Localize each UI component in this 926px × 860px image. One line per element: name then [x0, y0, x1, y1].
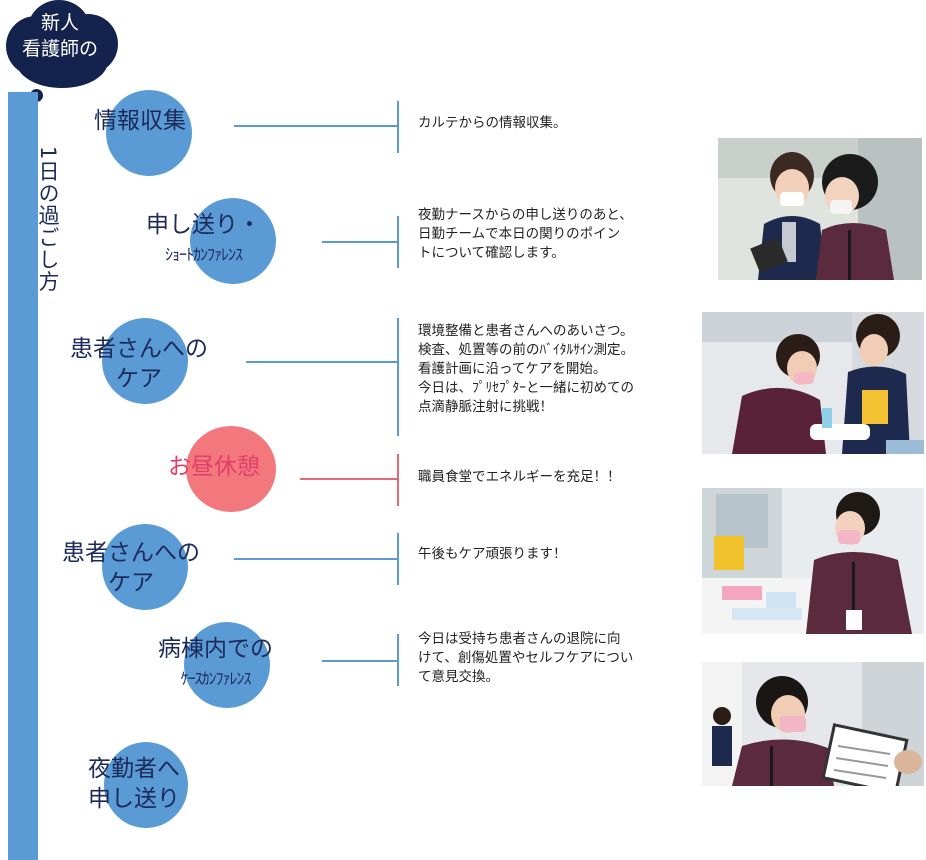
step-title-7: 夜勤者へ 申し送り: [88, 756, 180, 812]
step-title-1: 情報収集: [94, 108, 186, 134]
step-title-2: 申し送り・ ｼｮｰﾄｶﾝﾌｧﾚﾝｽ: [146, 210, 261, 270]
step-title-lunch: お昼休憩: [168, 454, 260, 480]
step-circle-7: [104, 742, 188, 828]
connector-6: [322, 660, 398, 662]
step-circle-6: [184, 622, 270, 708]
step-desc-5: 午後もケア頑張ります！: [418, 546, 567, 562]
step-title-6: 病棟内での ｹｰｽｶﾝﾌｧﾚﾝｽ: [158, 634, 273, 694]
step-title-3: 患者さんへの ケア: [70, 336, 208, 392]
connector-bracket-3: [397, 318, 399, 436]
step-desc-lunch: 職員食堂でエネルギーを充足！！: [418, 469, 621, 485]
connector-bracket-1: [397, 101, 399, 153]
step-desc-6: 今日は受持ち患者さんの退院に向 けて、創傷処置やセルフケアについ て意見交換。: [418, 631, 634, 685]
timeline-bar: [8, 92, 38, 860]
step-circle-1: [106, 90, 192, 176]
nurses-reviewing-chart-photo: [718, 138, 922, 280]
connector-1: [234, 125, 398, 127]
connector-bracket-6: [397, 634, 399, 686]
step-title-5: 患者さんへの ケア: [62, 540, 200, 596]
step-subtitle-2: ｼｮｰﾄｶﾝﾌｧﾚﾝｽ: [164, 245, 243, 264]
connector-5: [234, 558, 398, 560]
connector-2: [322, 241, 398, 243]
badge-line2: 看護師の: [21, 38, 98, 60]
step-circle-2: [190, 198, 276, 284]
step-desc-2: 夜勤ナースからの申し送りのあと、 日勤チームで本日の関りのポイン トについて確認…: [418, 207, 633, 261]
step-circle-5: [102, 524, 188, 610]
nurse-preparing-supplies-photo: [702, 488, 924, 634]
nurse-reading-clipboard-photo: [702, 662, 924, 786]
connector-bracket-lunch: [397, 454, 399, 506]
nurses-giving-care-photo: [702, 312, 924, 454]
step-circle-lunch: [186, 426, 276, 512]
title-badge: 新人 看護師の: [0, 0, 120, 116]
step-desc-3: 環境整備と患者さんへのあいさつ。 検査、処置等の前のﾊﾞｲﾀﾙｻｲﾝ測定。 看護…: [418, 323, 634, 415]
connector-bracket-5: [397, 533, 399, 585]
step-circle-3: [102, 318, 188, 404]
connector-3: [246, 361, 398, 363]
connector-bracket-2: [397, 216, 399, 268]
connector-lunch: [300, 478, 398, 480]
badge-line1: 新人: [40, 12, 79, 34]
side-title: 1日の過ごし方: [36, 146, 60, 293]
step-subtitle-6: ｹｰｽｶﾝﾌｧﾚﾝｽ: [180, 669, 251, 688]
step-desc-1: カルテからの情報収集。: [418, 115, 567, 131]
